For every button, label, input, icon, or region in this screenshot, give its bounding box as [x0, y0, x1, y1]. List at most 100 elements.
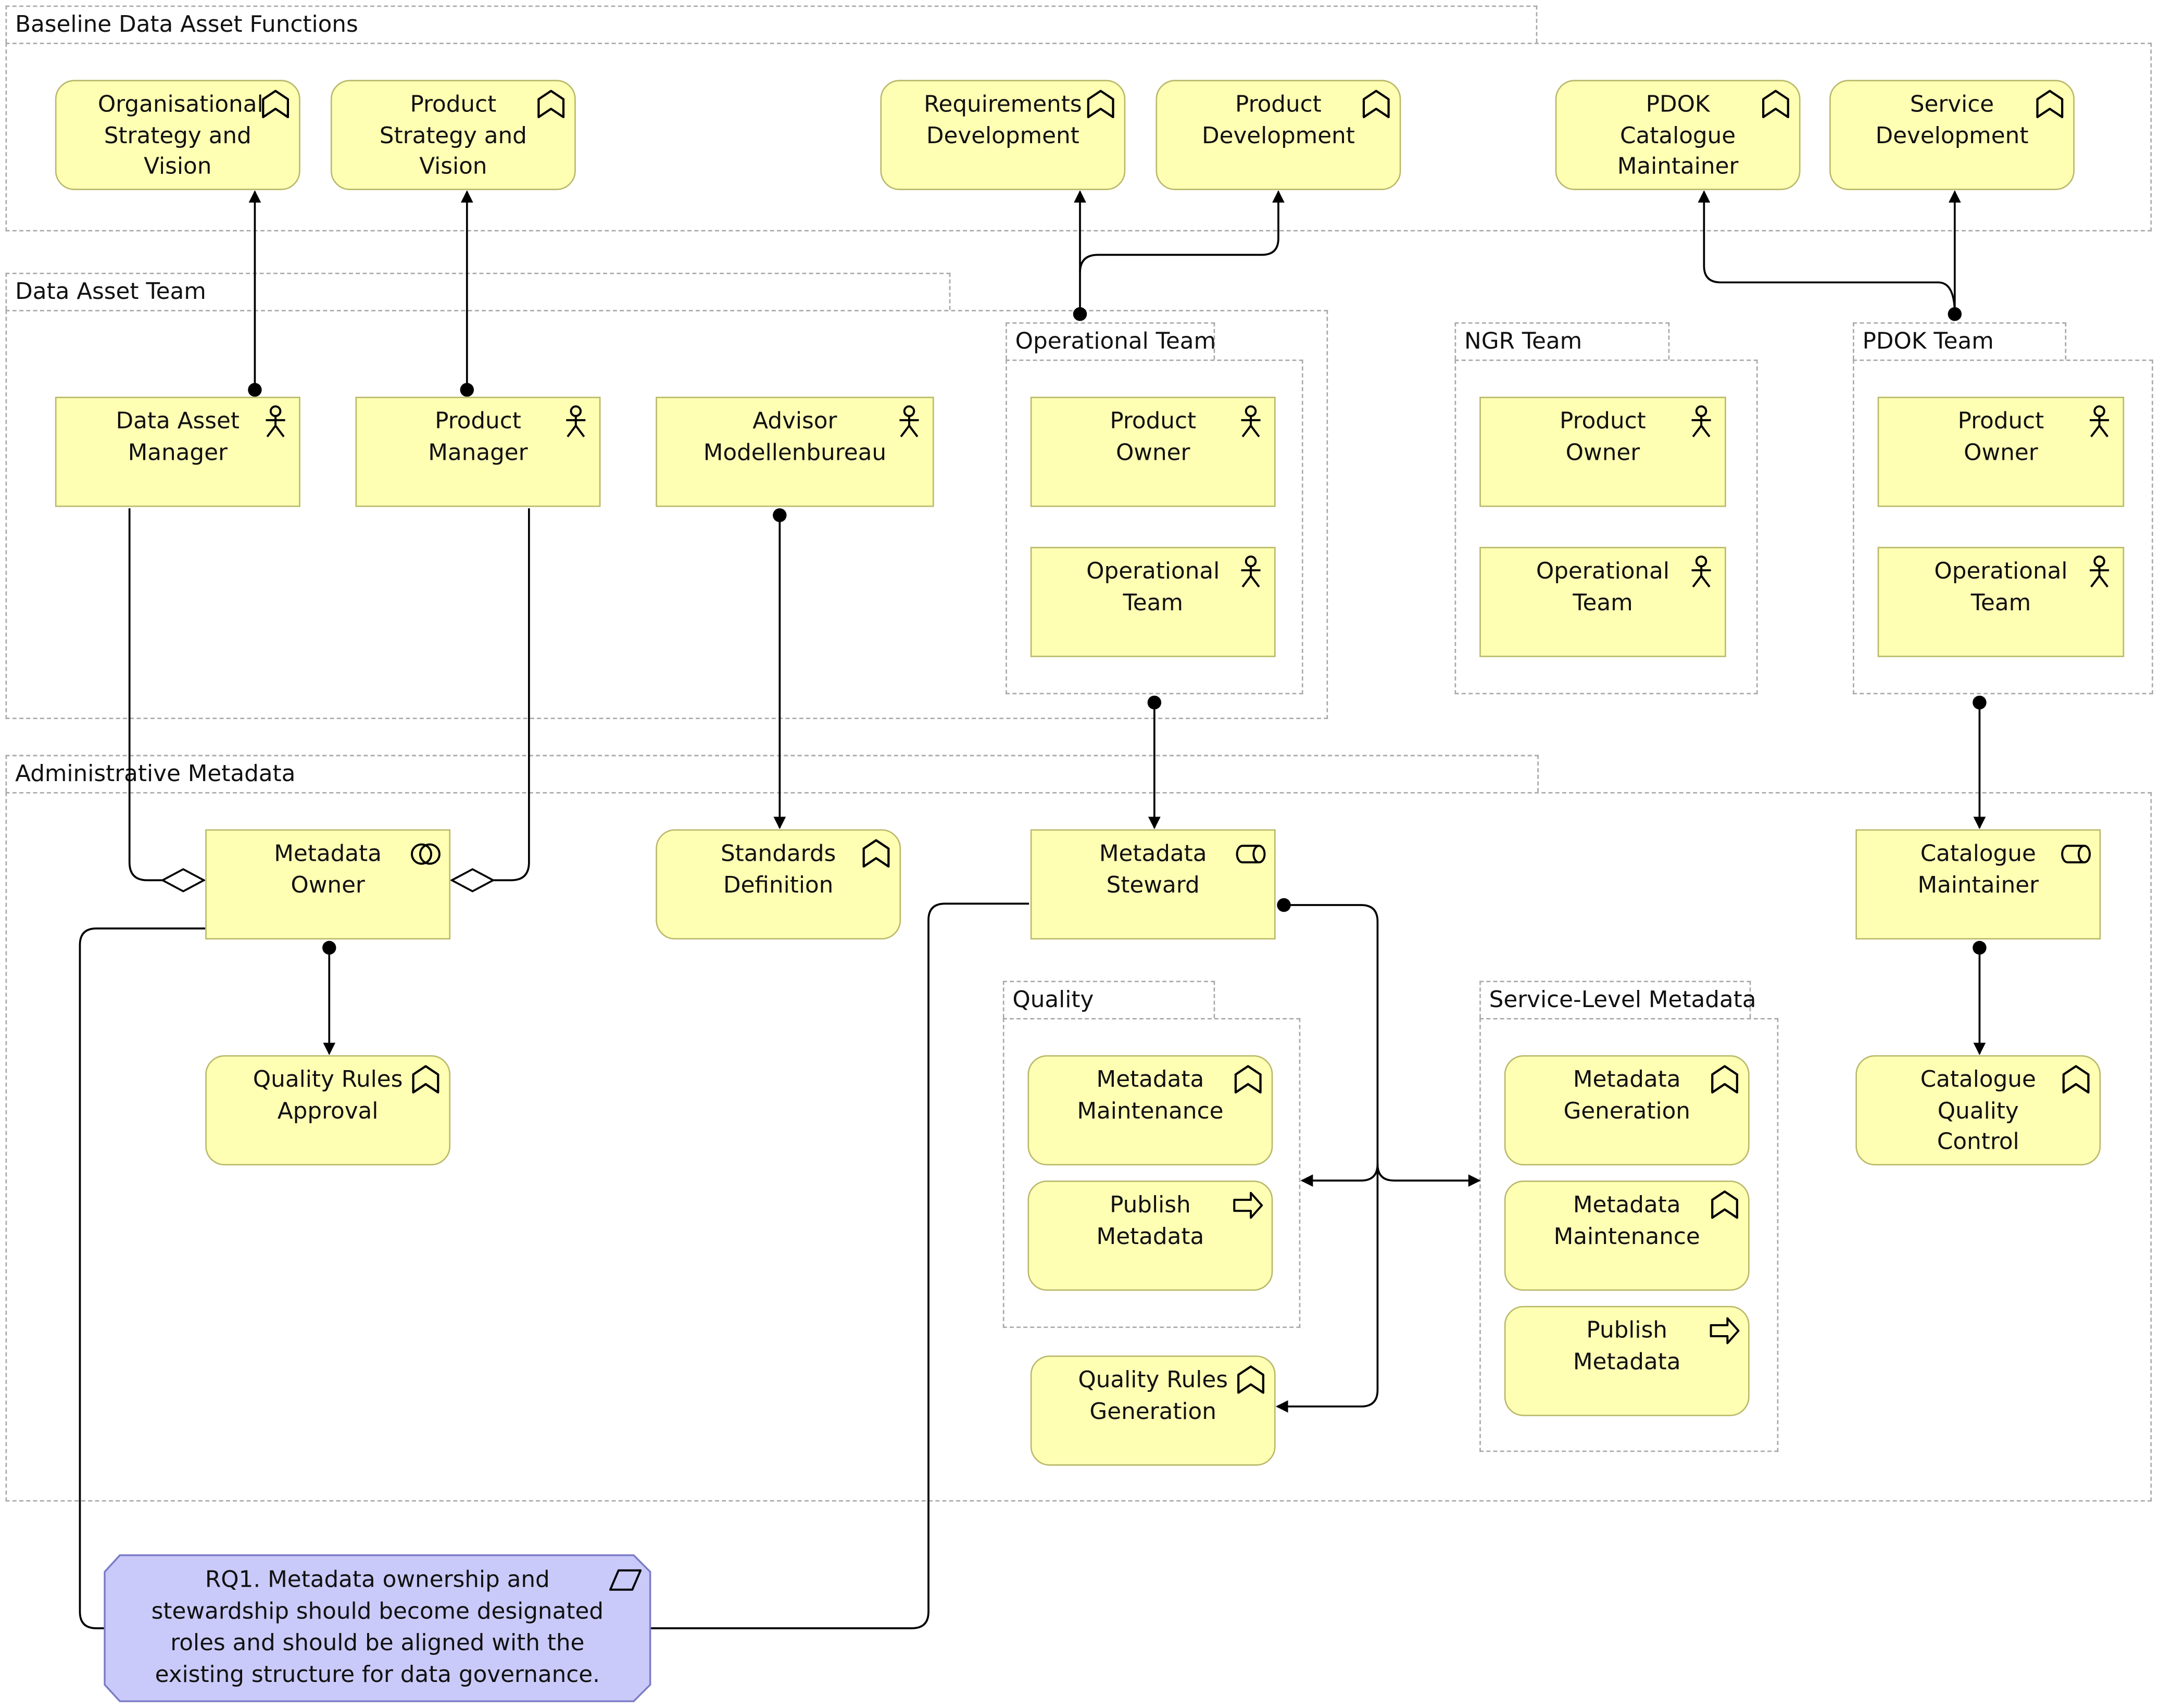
- element-label: Standards Definition: [720, 840, 836, 898]
- connector-note-steward: [650, 902, 1029, 1629]
- connector-dam-metadata-owner: [128, 508, 163, 882]
- process-icon: [1232, 1189, 1264, 1222]
- group-ngr-team: [1454, 359, 1758, 695]
- group-data-asset-team: [5, 310, 1328, 719]
- actor-advisor-modellenbureau[interactable]: Advisor Modellenbureau: [656, 396, 934, 507]
- function-quality-metadata-maintenance[interactable]: Metadata Maintenance: [1027, 1055, 1273, 1166]
- actor-icon: [2083, 555, 2116, 588]
- function-requirements-development[interactable]: Requirements Development: [880, 80, 1126, 191]
- requirement-icon: [609, 1564, 642, 1597]
- role-catalogue-maintainer[interactable]: Catalogue Maintainer: [1855, 829, 2101, 940]
- actor-product-manager[interactable]: Product Manager: [355, 396, 601, 507]
- function-catalogue-quality-control[interactable]: Catalogue Quality Control: [1855, 1055, 2101, 1166]
- element-label: Product Development: [1201, 91, 1355, 148]
- group-administrative-metadata: [5, 792, 2152, 1502]
- function-standards-definition[interactable]: Standards Definition: [656, 829, 901, 940]
- function-icon: [534, 88, 567, 121]
- element-label: Product Strategy and Vision: [379, 91, 527, 179]
- function-service-development[interactable]: Service Development: [1829, 80, 2075, 191]
- actor-icon: [559, 405, 592, 438]
- element-label: Operational Team: [1934, 558, 2068, 616]
- function-icon: [1232, 1063, 1264, 1096]
- connector-dot: [773, 508, 787, 522]
- connector-dot: [1973, 940, 1987, 955]
- function-sl-metadata-maintenance[interactable]: Metadata Maintenance: [1504, 1180, 1750, 1291]
- actor-op-operational-team[interactable]: Operational Team: [1030, 547, 1276, 657]
- function-sl-metadata-generation[interactable]: Metadata Generation: [1504, 1055, 1750, 1166]
- requirement-note-shape: [104, 1554, 651, 1702]
- function-icon: [1708, 1063, 1741, 1096]
- actor-icon: [2083, 405, 2116, 438]
- connector-dot: [460, 383, 474, 397]
- actor-icon: [1234, 555, 1267, 588]
- actor-icon: [1685, 405, 1717, 438]
- group-tab-quality: Quality: [1002, 981, 1215, 1018]
- connector-dot: [1973, 695, 1987, 710]
- actor-icon: [1685, 555, 1717, 588]
- function-icon: [409, 1063, 442, 1096]
- process-quality-publish-metadata[interactable]: Publish Metadata: [1027, 1180, 1273, 1291]
- element-label: Metadata Generation: [1563, 1066, 1690, 1124]
- group-label: Administrative Metadata: [15, 760, 296, 787]
- group-service-level-metadata: [1479, 1018, 1779, 1452]
- function-icon: [1360, 88, 1392, 121]
- role-icon: [1234, 837, 1267, 870]
- element-label: Metadata Maintenance: [1077, 1066, 1224, 1124]
- actor-pdok-operational-team[interactable]: Operational Team: [1877, 547, 2125, 657]
- connector-steward-trunk: [1275, 904, 1379, 1413]
- function-icon: [259, 88, 292, 121]
- group-tab-service-level-metadata: Service-Level Metadata: [1479, 981, 1756, 1018]
- role-icon: [2059, 837, 2092, 870]
- aggregation-diamond: [449, 868, 495, 893]
- role-metadata-steward[interactable]: Metadata Steward: [1030, 829, 1276, 940]
- group-label: Data Asset Team: [15, 278, 206, 305]
- element-label: Data Asset Manager: [116, 408, 240, 465]
- element-label: Publish Metadata: [1573, 1317, 1681, 1374]
- element-label: Metadata Owner: [274, 840, 382, 898]
- function-product-development[interactable]: Product Development: [1156, 80, 1401, 191]
- element-label: Service Development: [1875, 91, 2029, 148]
- process-icon: [1708, 1314, 1741, 1347]
- function-icon: [1759, 88, 1792, 121]
- element-label: Operational Team: [1086, 558, 1220, 616]
- connector-dot: [248, 383, 262, 397]
- actor-data-asset-manager[interactable]: Data Asset Manager: [55, 396, 300, 507]
- group-label: NGR Team: [1464, 328, 1583, 354]
- element-label: Metadata Steward: [1099, 840, 1207, 898]
- connector-dot: [1147, 695, 1162, 710]
- group-tab-ngr-team: NGR Team: [1454, 322, 1670, 360]
- connector-steward-service-level: [1376, 1164, 1481, 1187]
- process-sl-publish-metadata[interactable]: Publish Metadata: [1504, 1305, 1750, 1416]
- element-label: Product Owner: [1110, 408, 1197, 465]
- group-label: Operational Team: [1015, 328, 1216, 354]
- group-label: Baseline Data Asset Functions: [15, 11, 358, 37]
- function-quality-rules-generation[interactable]: Quality Rules Generation: [1030, 1355, 1276, 1466]
- function-quality-rules-approval[interactable]: Quality Rules Approval: [205, 1055, 451, 1166]
- group-tab-administrative-metadata: Administrative Metadata: [5, 755, 1539, 793]
- connector-dot: [1073, 307, 1087, 321]
- group-quality: [1002, 1018, 1301, 1328]
- actor-op-product-owner[interactable]: Product Owner: [1030, 396, 1276, 507]
- collaboration-metadata-owner[interactable]: Metadata Owner: [205, 829, 451, 940]
- function-pdok-catalogue-maintainer[interactable]: PDOK Catalogue Maintainer: [1555, 80, 1801, 191]
- group-tab-baseline: Baseline Data Asset Functions: [5, 5, 1538, 43]
- element-label: Quality Rules Generation: [1078, 1366, 1228, 1424]
- group-pdok-team: [1853, 359, 2153, 695]
- actor-ngr-operational-team[interactable]: Operational Team: [1479, 547, 1726, 657]
- function-organisational-strategy[interactable]: Organisational Strategy and Vision: [55, 80, 300, 191]
- requirement-note[interactable]: RQ1. Metadata ownership and stewardship …: [105, 1555, 650, 1701]
- element-label: Operational Team: [1536, 558, 1669, 616]
- group-label: Service-Level Metadata: [1489, 986, 1756, 1013]
- element-label: Advisor Modellenbureau: [703, 408, 887, 465]
- collaboration-icon: [409, 837, 442, 870]
- group-tab-data-asset-team: Data Asset Team: [5, 272, 951, 310]
- function-product-strategy[interactable]: Product Strategy and Vision: [330, 80, 576, 191]
- connector-pdok-cat-maint: [1698, 190, 1956, 315]
- actor-pdok-product-owner[interactable]: Product Owner: [1877, 396, 2125, 507]
- actor-ngr-product-owner[interactable]: Product Owner: [1479, 396, 1726, 507]
- connector-dot: [1948, 307, 1962, 321]
- actor-icon: [893, 405, 925, 438]
- element-label: Metadata Maintenance: [1553, 1191, 1700, 1249]
- element-label: Product Owner: [1560, 408, 1646, 465]
- element-label: Organisational Strategy and Vision: [97, 91, 263, 179]
